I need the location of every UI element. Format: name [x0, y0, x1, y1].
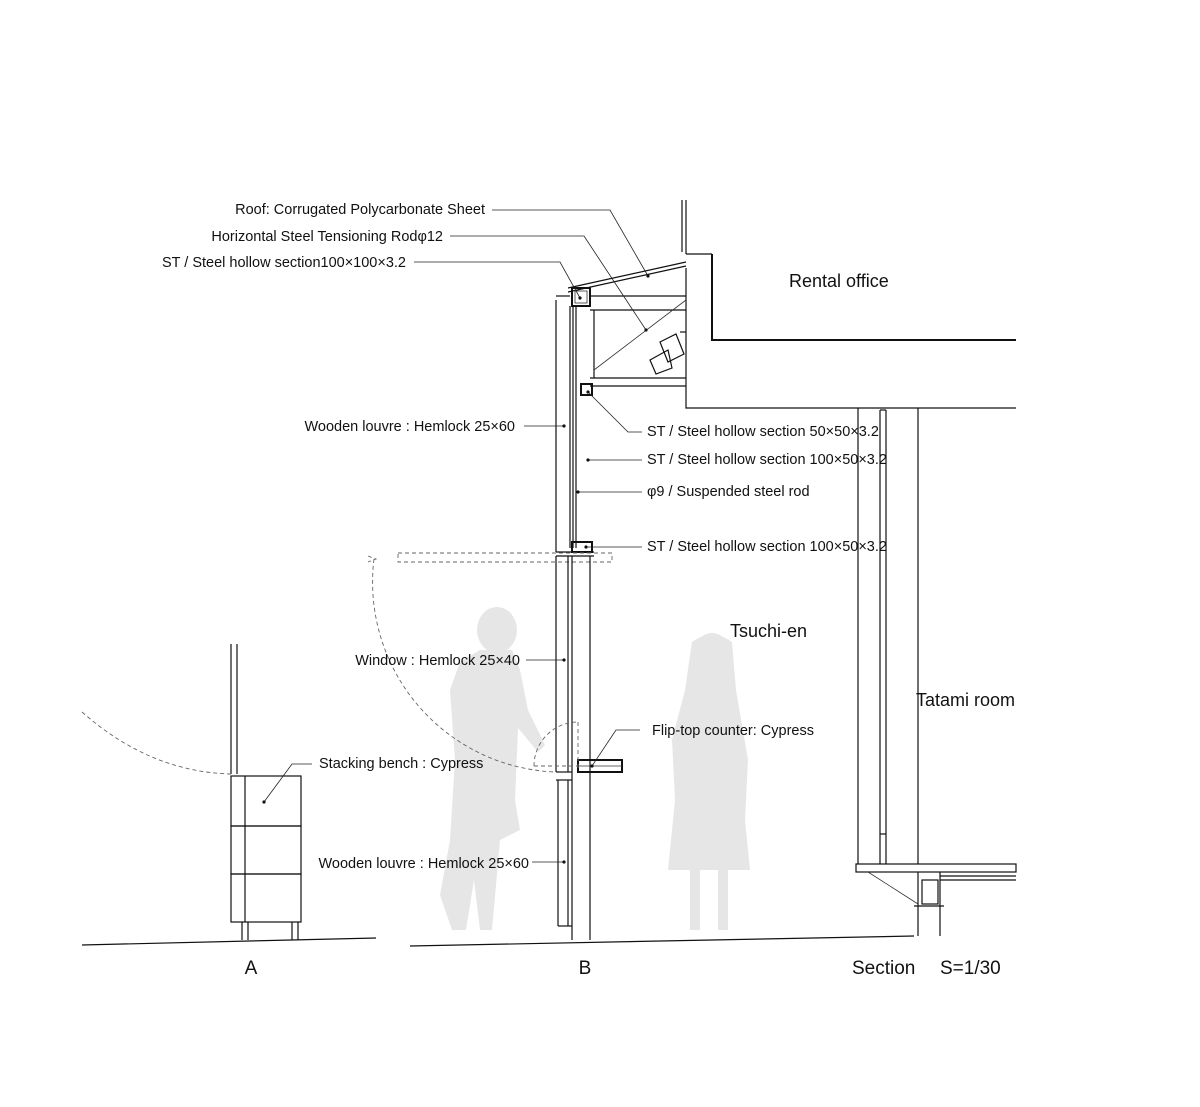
annotation-roof: Roof: Corrugated Polycarbonate Sheet	[235, 202, 485, 218]
annotation-st-50x50: ST / Steel hollow section 50×50×3.2	[647, 424, 879, 440]
ground-lines	[81, 935, 915, 947]
annotation-tension-rod: Horizontal Steel Tensioning Rodφ12	[211, 229, 443, 245]
label-b: B	[579, 958, 592, 979]
room-label-tatami-room: Tatami room	[916, 690, 1015, 710]
label-scale: S=1/30	[940, 958, 1001, 979]
annotation-stacking-bench: Stacking bench : Cypress	[319, 756, 483, 772]
tatami-room	[855, 408, 1017, 936]
flip-top-counter	[533, 721, 623, 773]
annotation-window: Window : Hemlock 25×40	[355, 653, 520, 669]
annotation-rod-9: φ9 / Suspended steel rod	[647, 484, 810, 500]
annotation-louvre-lower: Wooden louvre : Hemlock 25×60	[318, 856, 529, 872]
flip-louvre-dashed	[367, 552, 613, 773]
steel-frame	[571, 287, 687, 396]
label-section: Section	[852, 958, 915, 979]
leader-lines	[262, 209, 650, 864]
stacking-bench-a	[81, 644, 302, 940]
person-silhouette-left	[440, 607, 545, 930]
room-label-rental-office: Rental office	[789, 271, 889, 291]
annotation-st-100x50-a: ST / Steel hollow section 100×50×3.2	[647, 452, 887, 468]
annotation-st-100x50-b: ST / Steel hollow section 100×50×3.2	[647, 539, 887, 555]
annotation-flip-counter: Flip-top counter: Cypress	[652, 723, 814, 739]
label-a: A	[245, 958, 258, 979]
upper-louvre	[555, 300, 594, 557]
window-column	[555, 556, 591, 940]
annotation-st-100x100: ST / Steel hollow section100×100×3.2	[162, 255, 406, 271]
rental-office-outline	[681, 200, 1016, 409]
room-label-tsuchi-en: Tsuchi-en	[730, 621, 807, 641]
annotation-louvre-upper: Wooden louvre : Hemlock 25×60	[304, 419, 515, 435]
person-silhouette-right	[668, 633, 750, 930]
